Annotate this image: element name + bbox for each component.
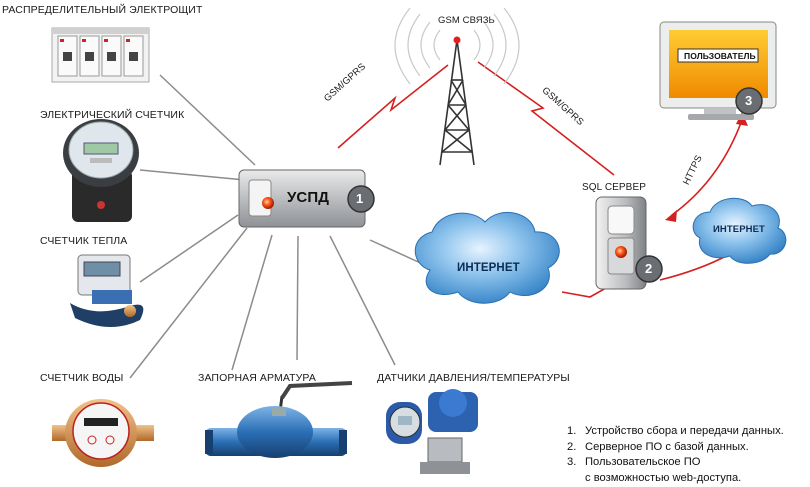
legend-item: 3.Пользовательское ПО (567, 456, 701, 468)
water-meter-image (52, 399, 154, 467)
label-gsm: GSM СВЯЗЬ (438, 15, 495, 26)
legend-item-continuation: с возможностью web-доступа. (585, 471, 742, 484)
label-user: ПОЛЬЗОВАТЕЛЬ (684, 51, 756, 61)
legend: 1.Устройство сбора и передачи данных. 2.… (567, 424, 784, 486)
label-water-meter: СЧЕТЧИК ВОДЫ (40, 372, 124, 384)
distribution-panel-image (51, 27, 150, 83)
label-internet-small: ИНТЕРНЕТ (713, 224, 765, 235)
label-distribution-panel: РАСПРЕДЕЛИТЕЛЬНЫЙ ЭЛЕКТРОЩИТ (2, 4, 203, 16)
legend-item: 1.Устройство сбора и передачи данных. (567, 425, 784, 437)
label-heat-meter: СЧЕТЧИК ТЕПЛА (40, 235, 128, 247)
electric-meter-image (63, 119, 139, 222)
shutoff-valve-image (205, 381, 353, 458)
device-connections (129, 74, 426, 379)
sql-server-device (595, 196, 663, 290)
user-monitor (659, 21, 777, 120)
internet-cloud-main (414, 212, 560, 304)
gsm-tower (394, 7, 520, 166)
label-shutoff-valve: ЗАПОРНАЯ АРМАТУРА (198, 372, 316, 384)
label-uspd: УСПД (287, 189, 330, 206)
label-pressure-sensors: ДАТЧИКИ ДАВЛЕНИЯ/ТЕМПЕРАТУРЫ (377, 372, 570, 384)
badge-user: 3 (745, 93, 753, 108)
internet-cloud-small (692, 197, 787, 264)
label-sql-server: SQL СЕРВЕР (582, 182, 646, 193)
heat-meter-image (70, 254, 144, 328)
label-electric-meter: ЭЛЕКТРИЧЕСКИЙ СЧЕТЧИК (40, 109, 185, 121)
badge-server: 2 (645, 261, 653, 276)
legend-item: 2.Серверное ПО с базой данных. (567, 440, 749, 453)
uspd-device (238, 169, 375, 228)
badge-uspd: 1 (356, 191, 364, 206)
pressure-sensors-image (386, 389, 478, 474)
label-internet-main: ИНТЕРНЕТ (457, 262, 520, 274)
gsm-links (337, 61, 748, 298)
